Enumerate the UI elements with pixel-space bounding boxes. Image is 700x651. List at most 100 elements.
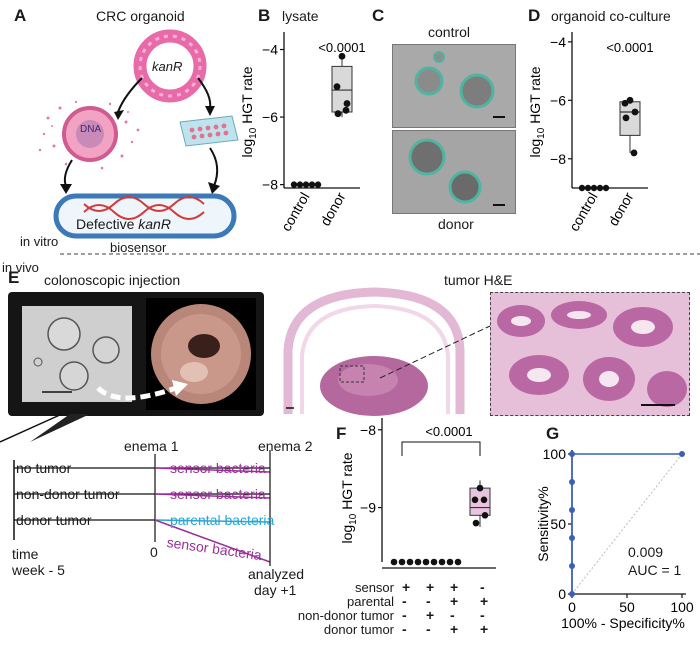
panel-b-label: B (258, 6, 271, 25)
g-y-tick-label: 0 (558, 586, 566, 602)
b-x-tick-label: control (278, 190, 313, 234)
d-pvalue: <0.0001 (606, 40, 653, 55)
f-point-group-2 (422, 558, 430, 566)
roc-auc-text: AUC = 1 (628, 562, 682, 578)
g-reference-line (571, 453, 683, 595)
b-y-axis-label: log10 HGT rate (239, 66, 259, 157)
f-y-tick-label: −9 (360, 500, 376, 516)
f-row-sign: + (450, 621, 459, 637)
b-y-tick-label: −4 (262, 42, 278, 58)
g-x-axis-label: 100% - Specificity% (561, 615, 685, 631)
colonoscopy-panel (8, 292, 264, 416)
b-control-point (302, 181, 310, 188)
b-donor-point (338, 52, 346, 60)
g-roc-point (569, 535, 575, 541)
panel-c-label: C (372, 6, 385, 25)
f-row-sign: - (402, 593, 407, 609)
f-row-sign: - (480, 579, 485, 595)
time-label: time (12, 546, 39, 562)
dna-marker: DNA (80, 124, 102, 135)
d-donor-point (630, 149, 638, 157)
f-row-label: sensor (354, 580, 394, 595)
panel-c-bottom-caption: donor (438, 216, 474, 232)
panel-a-schematic (38, 29, 239, 239)
row-nondonor-group: non-donor tumor (16, 486, 120, 502)
d-y-tick-label: −4 (550, 34, 566, 50)
f-row-sign: - (450, 607, 455, 623)
panel-g-label: G (546, 424, 560, 443)
row-no-tumor-group: no tumor (16, 460, 72, 476)
g-y-tick-label: 50 (550, 516, 566, 532)
f-point-group-1 (398, 558, 406, 566)
f-point-group-3 (438, 558, 446, 566)
g-roc-point (569, 591, 575, 597)
biosensor-label: biosensor (110, 240, 167, 255)
zoom-line (379, 325, 491, 379)
analyzed-label: analyzed (248, 566, 305, 582)
tumor-he-label: tumor H&E (444, 272, 513, 288)
f-pvalue: <0.0001 (425, 424, 472, 439)
f-point-group-4 (472, 519, 480, 527)
d-control-point (602, 184, 610, 192)
f-y-axis-label: log10 HGT rate (339, 452, 359, 543)
f-point-group-2 (430, 558, 438, 566)
b-control-point (296, 181, 304, 188)
arrow-to-lysate (117, 77, 143, 113)
f-point-group-4 (480, 496, 488, 504)
f-point-group-3 (454, 558, 462, 566)
row-nondonor-bacteria: sensor bacteria (170, 486, 266, 502)
he-zoom (490, 292, 690, 416)
arrow-to-plate (197, 77, 212, 109)
f-point-group-3 (446, 558, 454, 566)
organoid-photo (22, 306, 132, 402)
panel-a-label: A (14, 6, 27, 25)
d-x-tick-label: control (566, 190, 601, 234)
panel-b-title: lysate (282, 8, 319, 24)
injection-arrow (96, 380, 188, 401)
d-control-point (578, 184, 586, 192)
f-row-sign: + (426, 607, 435, 623)
week-label: week - 5 (12, 562, 65, 578)
g-x-tick-label: 0 (568, 599, 576, 615)
d-control-point (590, 184, 598, 192)
f-row-label: parental (347, 594, 394, 609)
d-y-axis-label: log10 HGT rate (527, 66, 547, 157)
b-donor-point (343, 100, 351, 107)
d-donor-point (626, 96, 634, 104)
in-vivo-label: in vivo (2, 260, 39, 275)
panel-f-condition-table: sensor+++-parental--++non-donor tumor-+-… (298, 579, 500, 650)
panel-c-top-caption: control (428, 24, 471, 40)
b-donor-point (333, 83, 341, 91)
row-donor-group: donor tumor (16, 512, 92, 528)
plasmid-gene-label: kanR (152, 59, 183, 74)
well-plate (179, 115, 239, 147)
panel-a-title: CRC organoid (96, 8, 185, 24)
b-donor-point (342, 106, 350, 114)
d-control-point (584, 184, 592, 192)
g-roc-point (569, 451, 575, 457)
d-donor-point (621, 99, 629, 107)
panel-d-label: D (528, 6, 541, 25)
micrograph-donor (392, 130, 516, 214)
f-row-sign: - (426, 593, 431, 609)
plasmid-ring-pattern (138, 34, 202, 98)
zero-label: 0 (150, 544, 158, 560)
enema1-label: enema 1 (124, 438, 179, 454)
enema2-label: enema 2 (258, 438, 313, 454)
d-y-tick-label: −8 (550, 151, 566, 167)
g-roc-point (569, 507, 575, 513)
f-point-group-4 (481, 512, 489, 519)
f-point-group-4 (476, 484, 484, 492)
b-y-tick-label: −6 (262, 109, 278, 125)
f-point-group-1 (390, 558, 398, 566)
defective-label: Defective kanR (76, 216, 171, 232)
d-donor-point (631, 108, 639, 116)
he-section (282, 287, 466, 416)
f-row-sign: - (402, 607, 407, 623)
f-point-group-1 (406, 558, 414, 566)
in-vitro-label: in vitro (20, 234, 59, 249)
f-row-sign: + (450, 593, 459, 609)
in-vitro-in-vivo-divider (60, 253, 700, 255)
